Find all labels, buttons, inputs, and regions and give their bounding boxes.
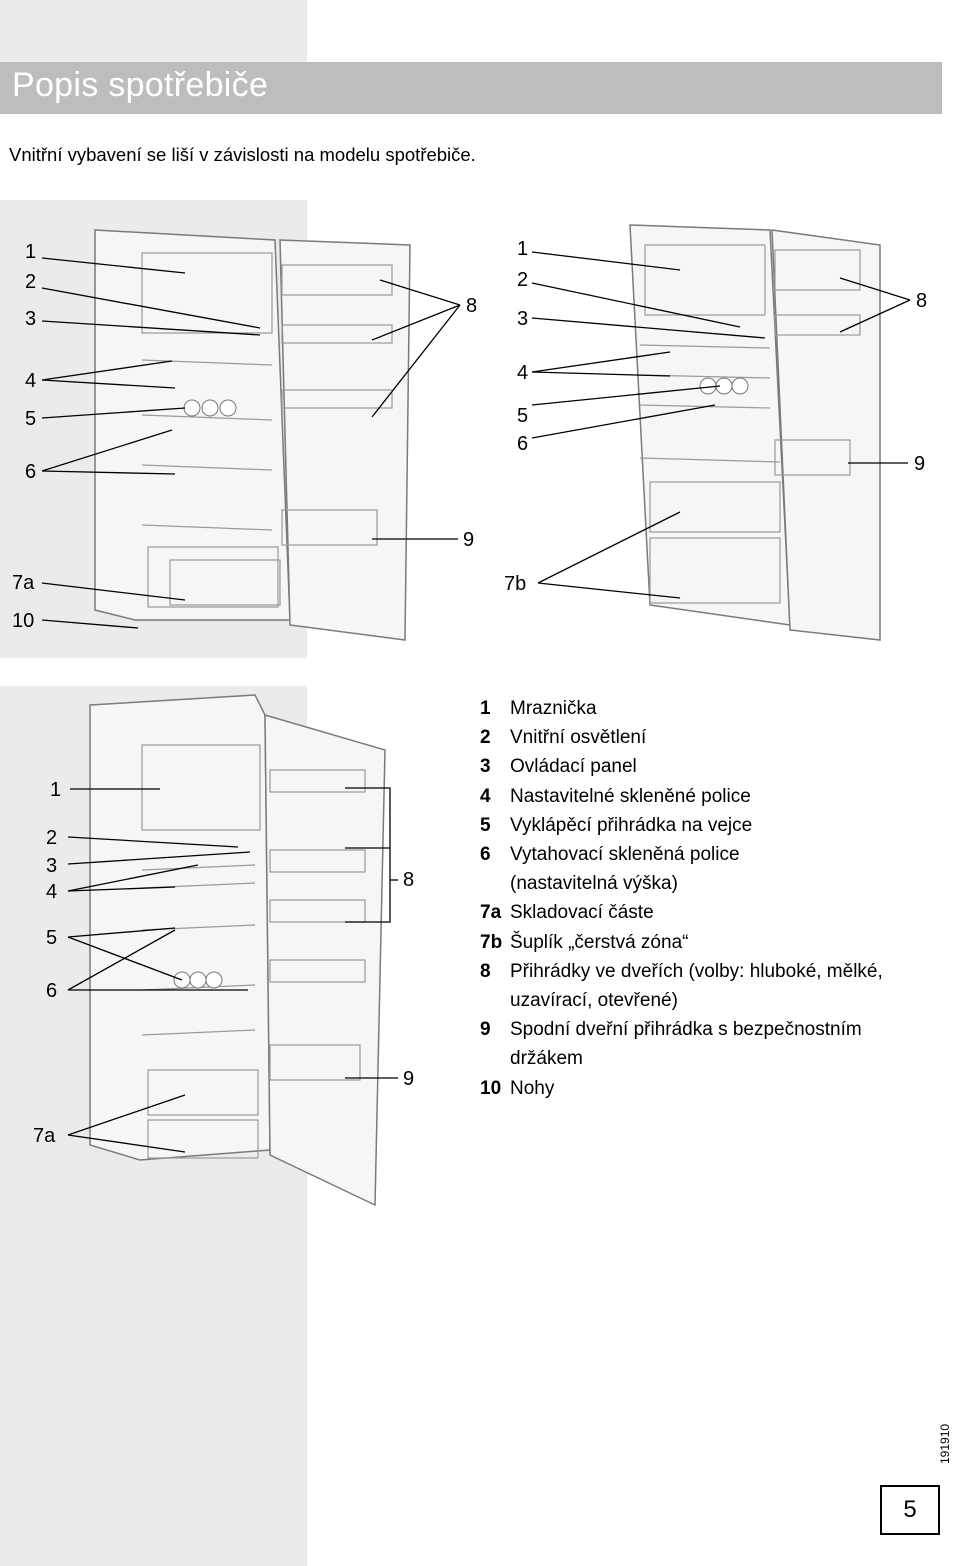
callout-6-left: 6: [25, 461, 36, 483]
legend-item: držákem: [510, 1048, 583, 1070]
callout-4-right: 4: [517, 362, 528, 384]
callout-4-bottom: 4: [46, 881, 57, 903]
callout-1-right: 1: [517, 238, 528, 260]
callout-1-bottom: 1: [50, 779, 61, 801]
callout-8-bottom: 8: [403, 869, 414, 891]
callout-6-bottom: 6: [46, 980, 57, 1002]
callout-5-right: 5: [517, 405, 528, 427]
document-code: 191910: [938, 1423, 952, 1464]
title-bar: [0, 62, 942, 114]
callout-2-bottom: 2: [46, 827, 57, 849]
callout-7b-right: 7b: [504, 573, 526, 595]
left-grey-strip-top: [0, 0, 307, 62]
callout-3-left: 3: [25, 308, 36, 330]
callout-2-left: 2: [25, 271, 36, 293]
page-number: 5: [880, 1485, 940, 1535]
callout-7a-left: 7a: [12, 572, 35, 594]
callout-7a-bottom: 7a: [33, 1125, 56, 1147]
callout-5-bottom: 5: [46, 927, 57, 949]
callout-2-right: 2: [517, 269, 528, 291]
fridge-diagram-bottom: 1 2 3 4 5 6 7a 8 9: [33, 694, 414, 1207]
fridge-diagram-right: 1 2 3 4 5 6 7b 8 9: [504, 224, 927, 641]
callout-9-bottom: 9: [403, 1068, 414, 1090]
callout-10-left: 10: [12, 610, 34, 632]
callout-4-left: 4: [25, 370, 36, 392]
legend-item: (nastavitelná výška): [510, 873, 678, 895]
page-title: Popis spotřebiče: [12, 66, 269, 104]
callout-8-right: 8: [916, 290, 927, 312]
callout-6-right: 6: [517, 433, 528, 455]
callout-9-right: 9: [914, 453, 925, 475]
fridge-diagram-left: 1 2 3 4 5 6 7a 10 8 9: [12, 229, 477, 641]
callout-3-right: 3: [517, 308, 528, 330]
intro-text: Vnitřní vybavení se liší v závislosti na…: [9, 144, 476, 165]
callout-1-left: 1: [25, 241, 36, 263]
callout-3-bottom: 3: [46, 855, 57, 877]
callout-8-left: 8: [466, 295, 477, 317]
callout-5-left: 5: [25, 408, 36, 430]
legend-item: uzavírací, otevřené): [510, 990, 678, 1012]
callout-9-left: 9: [463, 529, 474, 551]
